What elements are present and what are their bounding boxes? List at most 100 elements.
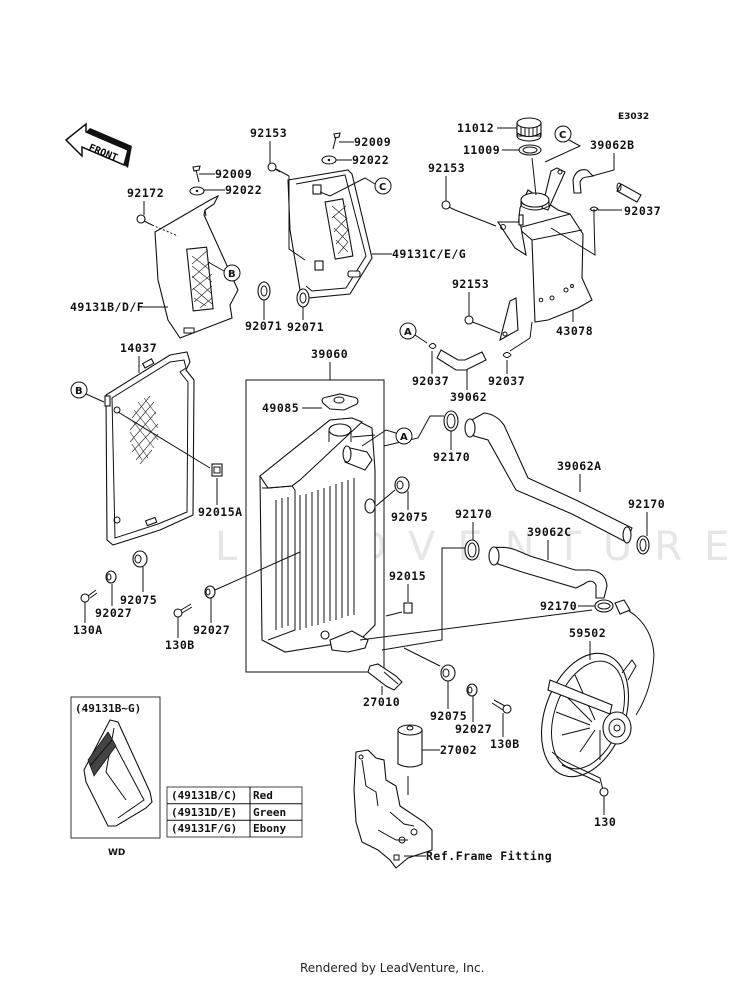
svg-text:(49131F/G): (49131F/G) (171, 822, 237, 835)
label-49131BDF: 49131B/D/F (70, 300, 144, 314)
label-92037-b: 92037 (488, 374, 525, 388)
diagram-code: E3032 (618, 112, 649, 122)
label-92027-left: 92027 (95, 606, 132, 620)
part-labels: 11012 11009 39062B 92037 92153 92153 430… (70, 121, 665, 863)
screw-92172 (136, 214, 179, 237)
center-shroud (273, 167, 373, 299)
label-92009-left: 92009 (215, 167, 252, 181)
callout-c-tank: C (544, 125, 582, 163)
decal-graphic (83, 719, 153, 827)
label-39062: 39062 (450, 390, 487, 404)
svg-text:C: C (559, 130, 566, 141)
grommet-92071-left (257, 281, 271, 301)
front-arrow-icon: FRONT (64, 122, 132, 168)
label-92022-center: 92022 (352, 153, 389, 167)
grommet-92071-center (296, 288, 310, 308)
radiator-screen-14037 (104, 351, 211, 546)
label-92037-right: 92037 (624, 204, 661, 218)
label-49131CEG: 49131C/E/G (392, 247, 466, 261)
svg-text:Green: Green (253, 806, 286, 819)
tank-cap-11012 (516, 117, 542, 142)
callout-a-hose: A (399, 322, 428, 344)
label-39062C: 39062C (527, 525, 572, 539)
svg-text:A: A (400, 432, 408, 443)
label-39062A: 39062A (557, 459, 602, 473)
label-92075-bottom: 92075 (430, 709, 467, 723)
left-shroud (154, 194, 239, 339)
hose-39062B (572, 169, 642, 203)
label-92170-2: 92170 (628, 497, 665, 511)
label-ref-frame-fitting: Ref.Frame Fitting (426, 849, 552, 863)
bolt-130 (599, 787, 609, 797)
label-92071-center: 92071 (287, 320, 324, 334)
label-92153-tank: 92153 (428, 161, 465, 175)
label-92009-center: 92009 (354, 135, 391, 149)
gasket-11009 (518, 144, 542, 196)
cooling-fan-59502 (540, 599, 655, 796)
label-14037: 14037 (120, 341, 157, 355)
label-92027-middle: 92027 (193, 623, 230, 637)
label-27010: 27010 (363, 695, 400, 709)
label-92170-4: 92170 (540, 599, 577, 613)
bolt-92009-left (189, 165, 205, 196)
grommet-92075-left (132, 550, 148, 568)
clip-92037-right (550, 206, 599, 256)
hose-39062 (436, 349, 487, 371)
label-130B-left: 130B (165, 638, 195, 652)
label-130: 130 (594, 815, 616, 829)
radiator-cap-49085 (321, 393, 359, 411)
callout-b-left-shroud: B (207, 261, 241, 282)
decal-caption: WD (108, 848, 125, 858)
label-43078: 43078 (556, 324, 593, 338)
label-59502: 59502 (569, 626, 606, 640)
label-92075-right: 92075 (391, 510, 428, 524)
color-table-row: (49131D/E) Green (171, 806, 286, 819)
label-92170-1: 92170 (433, 450, 470, 464)
label-92075-left: 92075 (120, 593, 157, 607)
color-table: (49131B/C) Red (49131D/E) Green (49131F/… (166, 786, 303, 838)
svg-text:Ebony: Ebony (253, 822, 286, 835)
clip-92037-b (502, 321, 533, 358)
label-49085: 49085 (262, 401, 299, 415)
color-table-row: (49131F/G) Ebony (171, 822, 286, 835)
screw-92153-center (267, 162, 281, 173)
collar-92027-bottom (466, 683, 478, 697)
clamp-92170-3 (381, 539, 480, 651)
grommet-92075-bottom (403, 647, 456, 682)
bolt-130B-bottom (491, 699, 512, 714)
screw-92153-tank-lower (464, 315, 501, 334)
label-92071-left: 92071 (245, 319, 282, 333)
decal-box: (49131B~G) WD (70, 696, 161, 858)
reservoir-tank (496, 167, 593, 342)
label-92015: 92015 (389, 569, 426, 583)
decal-box-title: (49131B~G) (75, 702, 141, 715)
label-130A: 130A (73, 623, 103, 637)
label-27002: 27002 (440, 743, 477, 757)
hose-39062A (464, 412, 633, 544)
clip-92015 (385, 602, 413, 617)
label-92022-left: 92022 (225, 183, 262, 197)
clip-92037-a (428, 343, 437, 349)
label-92172: 92172 (127, 186, 164, 200)
label-39060: 39060 (311, 347, 348, 361)
svg-text:Red: Red (253, 789, 273, 802)
callout-c-center-shroud: C (319, 177, 392, 197)
svg-text:B: B (75, 386, 83, 397)
svg-text:A: A (404, 327, 412, 338)
clamp-92170-4 (359, 599, 614, 641)
label-11009: 11009 (463, 143, 500, 157)
bolt-130A (80, 589, 98, 603)
grommet-92075-right (375, 476, 410, 507)
clip-92015A (211, 463, 223, 477)
label-92037-a: 92037 (412, 374, 449, 388)
svg-text:(49131D/E): (49131D/E) (171, 806, 237, 819)
label-92027-bottom: 92027 (455, 722, 492, 736)
label-92153-tank-lower: 92153 (452, 277, 489, 291)
collar-92027-middle (204, 551, 301, 599)
label-92015A: 92015A (198, 505, 243, 519)
screw-92153-tank-upper (441, 200, 497, 227)
color-table-row: (49131B/C) Red (171, 789, 273, 802)
label-130B-bottom: 130B (490, 737, 520, 751)
frame-bracket (353, 749, 433, 869)
